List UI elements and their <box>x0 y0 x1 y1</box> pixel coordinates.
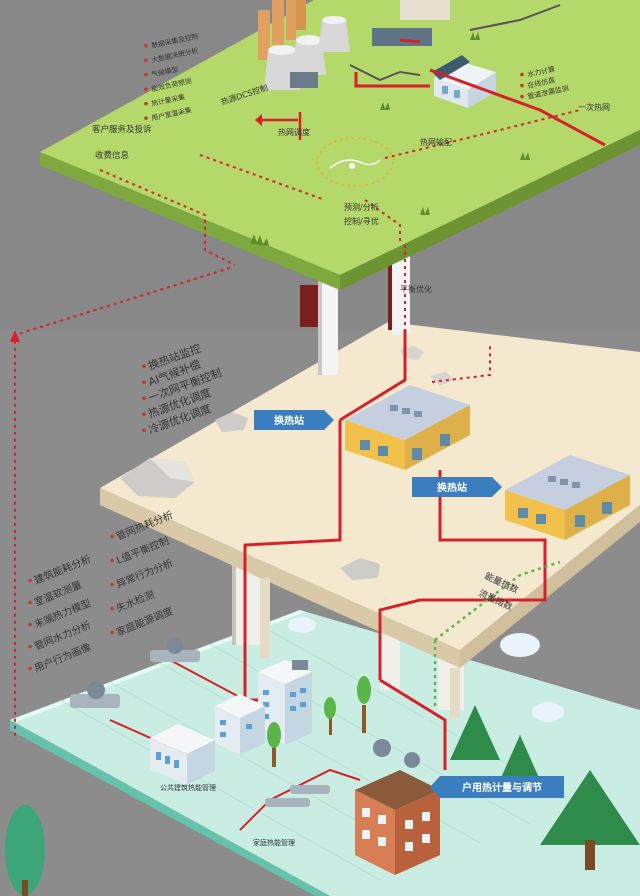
bottom-left-feature-bullet-icon <box>28 666 32 671</box>
middle-feature-bullet-icon <box>142 428 146 432</box>
station-callout-1: 换热站 <box>254 410 334 430</box>
home-energy-label: 家庭热能管理 <box>253 838 295 847</box>
bottom-right-feature-bullet-icon <box>110 534 114 539</box>
household-callout-label: 户用热计量与调节 <box>461 781 542 794</box>
top-left-feature-bullet-icon <box>144 72 148 77</box>
center-node <box>316 137 394 187</box>
bottom-left-feature-bullet-icon <box>28 644 32 649</box>
bottom-buildings <box>5 617 640 896</box>
primary-net-label: 一次热网 <box>578 102 610 112</box>
predict-label-2: 控制/寻优 <box>344 216 379 226</box>
top-platform <box>40 0 640 275</box>
distribute-label: 热网输配 <box>420 137 452 147</box>
middle-layer <box>100 322 640 718</box>
bottom-left-feature-bullet-icon <box>28 578 32 583</box>
bottom-right-feature-bullet-icon <box>110 630 114 635</box>
dispatch-label: 热网调度 <box>278 127 310 137</box>
bottom-left-feature-bullet-icon <box>28 622 32 627</box>
top-right-feature-bullet-icon <box>520 94 524 99</box>
top-left-feature-bullet-icon <box>144 101 148 106</box>
predict-label-1: 预测/分析 <box>344 202 379 212</box>
top-left-feature-bullet-icon <box>144 58 148 62</box>
station-label-2: 换热站 <box>437 481 467 494</box>
top-right-feature-bullet-icon <box>520 83 524 88</box>
bottom-platform <box>10 610 640 896</box>
bottom-right-feature-bullet-icon <box>110 582 114 587</box>
middle-feature-bullet-icon <box>142 396 146 400</box>
middle-feature-bullet-icon <box>142 412 146 416</box>
top-left-feature-bullet-icon <box>144 116 148 120</box>
middle-feature-bullet-icon <box>142 364 146 368</box>
public-building-label: 公共建筑热能管理 <box>160 783 216 792</box>
top-left-feature-bullet-icon <box>144 87 148 91</box>
household-callout: 户用热计量与调节 <box>430 776 564 798</box>
power-plant <box>258 0 450 90</box>
middle-feature-bullet-icon <box>142 380 146 384</box>
station-2 <box>505 455 630 540</box>
station-label-1: 换热站 <box>274 414 304 427</box>
balance-label: 平衡优化 <box>400 284 432 294</box>
billing-label: 收费信息 <box>95 150 130 161</box>
top-left-feature-bullet-icon <box>144 43 148 48</box>
bottom-right-feature-bullet-icon <box>110 558 114 563</box>
bottom-left-feature-bullet-icon <box>28 600 32 605</box>
station-callout-2: 换热站 <box>412 477 502 497</box>
top-right-feature-bullet-icon <box>520 72 524 77</box>
middle-platform <box>100 322 640 650</box>
bottom-right-feature-bullet-icon <box>110 606 114 611</box>
station-1 <box>345 385 470 470</box>
customer-service-label: 客户服务及投诉 <box>92 124 152 135</box>
